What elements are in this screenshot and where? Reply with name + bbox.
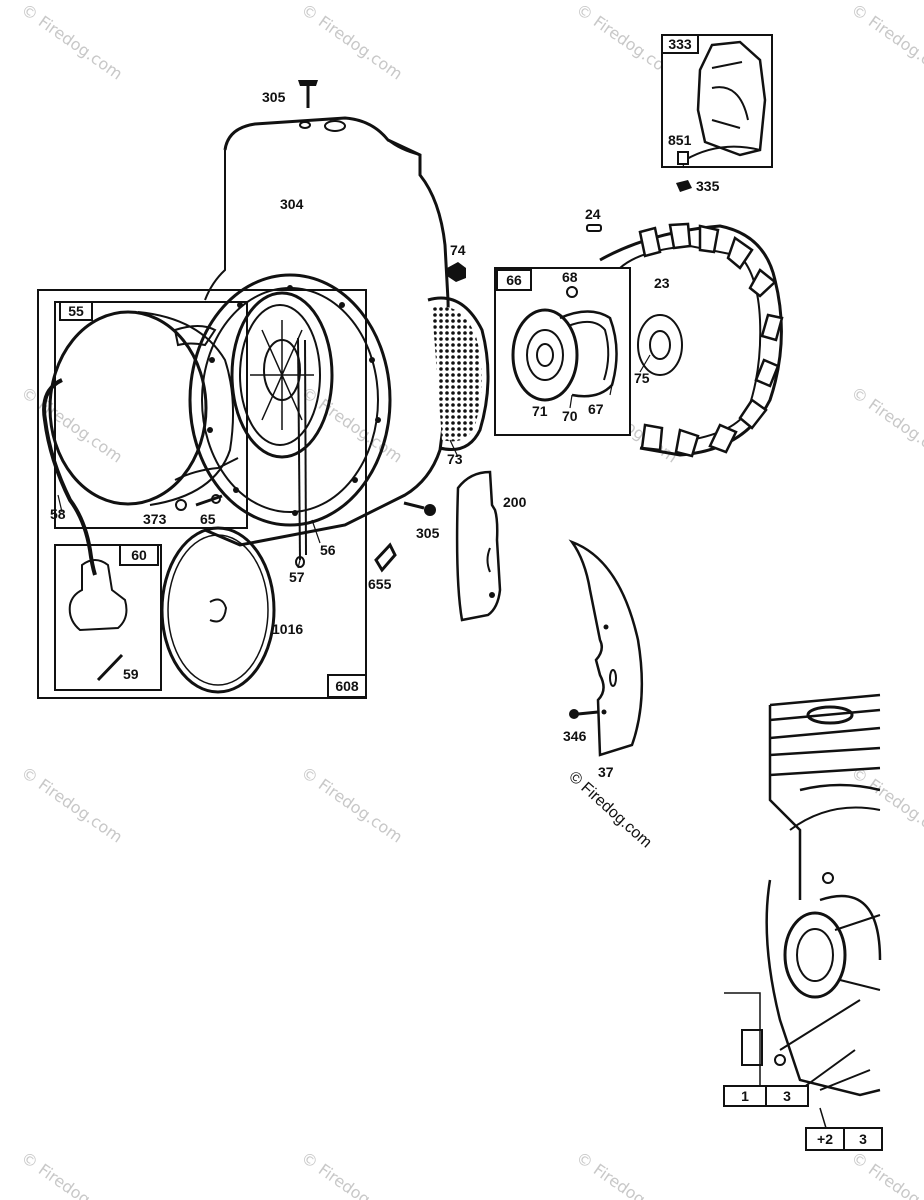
part-label: 71 — [532, 403, 548, 419]
watermark: © Firedog.com — [18, 1148, 126, 1200]
part-label: 24 — [585, 206, 601, 222]
box-label-66: 66 — [506, 272, 522, 288]
part-label: 73 — [447, 451, 463, 467]
cylinder-baffle — [568, 539, 644, 757]
watermark: © Firedog.com — [298, 0, 406, 84]
part-label: 305 — [416, 525, 440, 541]
legend-cell: 1 — [741, 1088, 749, 1104]
legend-cell: +2 — [817, 1131, 833, 1147]
part-label: 335 — [696, 178, 720, 194]
flywheel-key — [586, 224, 602, 232]
watermark: © Firedog.com — [18, 0, 126, 84]
part-label: 200 — [503, 494, 527, 510]
watermark: © Firedog.com — [573, 1148, 681, 1200]
part-label: 65 — [200, 511, 216, 527]
part-label: 68 — [562, 269, 578, 285]
part-label: 346 — [563, 728, 587, 744]
ignition-box — [661, 34, 773, 192]
legend-cell: 3 — [783, 1088, 791, 1104]
clip-655 — [374, 542, 397, 573]
watermark-layer: © Firedog.com © Firedog.com © Firedog.co… — [18, 0, 924, 1200]
watermark: © Firedog.com — [298, 1148, 406, 1200]
air-guide — [455, 470, 502, 622]
box-label-333: 333 — [668, 36, 692, 52]
part-label: 70 — [562, 408, 578, 424]
part-labels: 305 304 74 68 24 23 75 71 70 67 73 851 3… — [50, 89, 720, 780]
part-label: 57 — [289, 569, 305, 585]
engine-block — [724, 693, 882, 1129]
watermark: © Firedog.com — [18, 383, 126, 467]
part-label: 305 — [262, 89, 286, 105]
watermark: © Firedog.com — [848, 763, 924, 847]
copyright-label: © Firedog.com — [565, 768, 655, 851]
part-label: 23 — [654, 275, 670, 291]
screw-305-side — [403, 501, 436, 516]
part-label: 74 — [450, 242, 466, 258]
part-label: 851 — [668, 132, 692, 148]
part-label: 67 — [588, 401, 604, 417]
part-label: 56 — [320, 542, 336, 558]
watermark: © Firedog.com — [848, 0, 924, 84]
legend-cell: 3 — [859, 1131, 867, 1147]
nut-74 — [447, 262, 466, 282]
part-label: 37 — [598, 764, 614, 780]
watermark: © Firedog.com — [18, 763, 126, 847]
watermark: © Firedog.com — [848, 383, 924, 467]
box-label-60: 60 — [131, 547, 147, 563]
box-labels: 55 60 608 66 333 — [59, 34, 699, 698]
part-label: 59 — [123, 666, 139, 682]
reference-legend: 1 3 +2 3 — [723, 1085, 883, 1151]
screw-305-top — [298, 80, 318, 108]
box-label-55: 55 — [68, 303, 84, 319]
blower-housing — [188, 116, 450, 547]
watermark: © Firedog.com — [298, 763, 406, 847]
screw-346 — [569, 709, 599, 719]
part-label: 1016 — [272, 621, 303, 637]
part-label: 304 — [280, 196, 304, 212]
starter-assembly-box — [37, 289, 367, 699]
part-label: 655 — [368, 576, 392, 592]
flywheel — [599, 222, 784, 458]
clutch-box — [494, 267, 631, 436]
rotating-screen — [427, 296, 490, 451]
box-label-608: 608 — [335, 678, 359, 694]
watermark: © Firedog.com — [848, 1148, 924, 1200]
leader-lines — [57, 163, 685, 569]
part-label: 75 — [634, 370, 650, 386]
part-label: 373 — [143, 511, 167, 527]
part-label: 58 — [50, 506, 66, 522]
